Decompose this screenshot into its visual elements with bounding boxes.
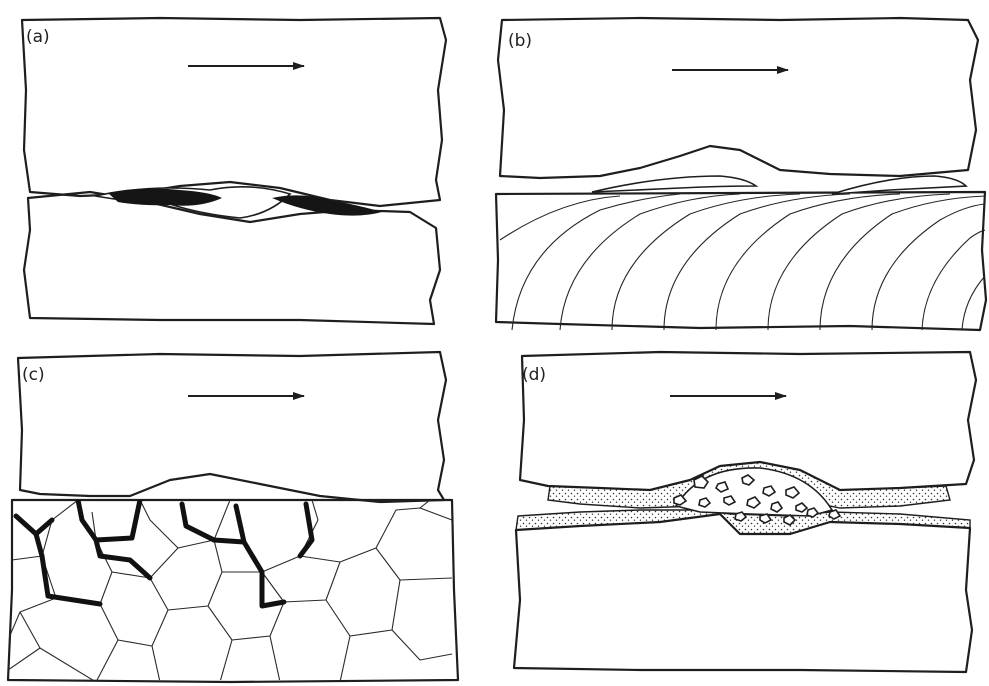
panel-c-grain-network	[8, 500, 452, 682]
panel-d: (d)	[514, 352, 976, 672]
panel-b-label: (b)	[508, 31, 532, 51]
panel-a: (a)	[22, 18, 446, 324]
panel-c-lower-block	[8, 500, 458, 682]
panel-c-upper-block	[18, 352, 446, 502]
panel-d-label: (d)	[522, 365, 546, 385]
panel-b-lower-block	[496, 192, 986, 330]
panel-c: (c)	[8, 352, 458, 682]
panel-b: (b)	[496, 18, 986, 330]
panel-b-upper-block	[498, 18, 978, 178]
panel-b-lip-left	[592, 176, 756, 192]
panel-b-flow-lines	[500, 194, 985, 330]
panel-a-label: (a)	[26, 27, 50, 47]
panel-c-label: (c)	[22, 365, 45, 385]
panel-d-lower-block	[514, 514, 972, 672]
panel-a-upper-block	[22, 18, 446, 206]
